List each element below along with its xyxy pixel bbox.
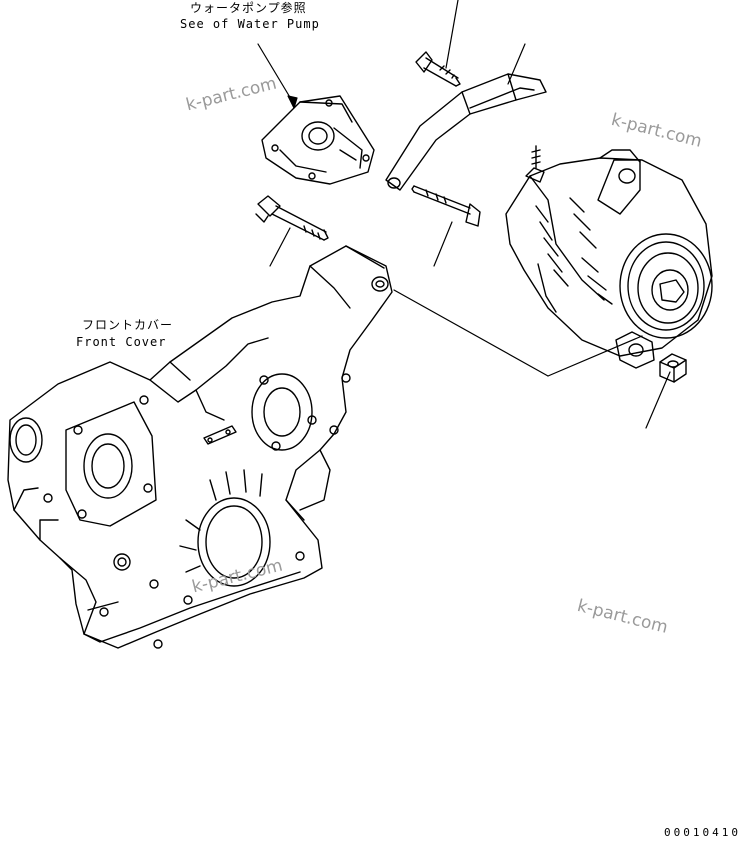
front-cover-jp-label: フロントカバー bbox=[82, 318, 174, 332]
water-pump-reference-jp-label: ウォータポンプ参照 bbox=[190, 1, 307, 15]
front-cover-en-label: Front Cover bbox=[76, 335, 167, 349]
bolt-middle bbox=[412, 186, 480, 226]
alternator-bracket bbox=[386, 74, 546, 190]
front-cover bbox=[8, 246, 392, 648]
leader-lines bbox=[258, 0, 670, 428]
water-pump-housing bbox=[262, 96, 374, 184]
nut bbox=[660, 354, 686, 382]
drawing-number: 00010410 bbox=[664, 826, 741, 839]
bolt-left bbox=[256, 196, 328, 240]
alternator bbox=[506, 146, 712, 368]
bolt-upper bbox=[416, 52, 460, 86]
water-pump-reference-en-label: See of Water Pump bbox=[180, 17, 320, 31]
